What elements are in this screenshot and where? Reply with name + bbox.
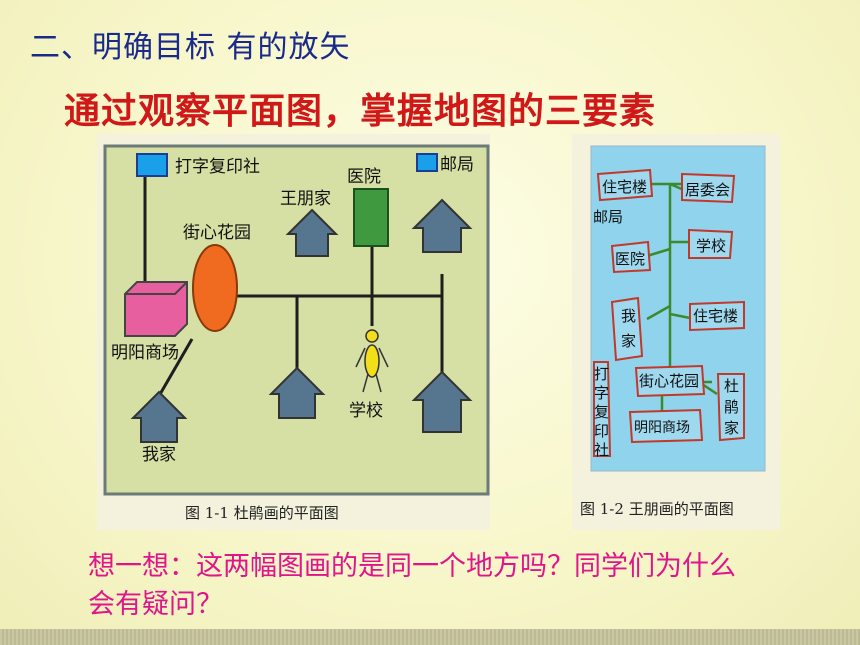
map1-caption: 图 1-1 杜鹃画的平面图 xyxy=(185,504,339,522)
map2-print-shop-char: 复 xyxy=(594,403,609,421)
school-box xyxy=(688,228,734,259)
map2-my-home-char: 我 xyxy=(621,307,636,325)
garden-symbol xyxy=(192,244,238,332)
house-icon xyxy=(268,366,326,419)
garden-box xyxy=(634,364,706,398)
map1-wang-home-label: 王朋家 xyxy=(280,189,331,209)
discussion-question: 想一想：这两幅图画的是同一个地方吗？同学们为什么会有疑问？ xyxy=(88,551,736,620)
section-heading: 二、明确目标 有的放矢 xyxy=(30,30,351,65)
school-person-icon xyxy=(355,329,389,393)
objective-title: 通过观察平面图，掌握地图的三要素 xyxy=(64,90,657,132)
map2-du-home-char: 家 xyxy=(724,419,739,437)
map1-mall-label: 明阳商场 xyxy=(111,343,179,363)
map2-mall-label: 明阳商场 xyxy=(634,420,690,436)
my-home-box xyxy=(610,296,644,362)
du-home-box xyxy=(716,373,745,442)
map2-my-home-char: 家 xyxy=(621,332,636,350)
map1-my-home-label: 我家 xyxy=(142,445,176,465)
map2-garden-label: 街心花园 xyxy=(639,372,699,390)
map1-post-office-label: 邮局 xyxy=(440,155,474,175)
map2-residence-2-label: 住宅楼 xyxy=(693,307,738,325)
hospital-box xyxy=(610,240,652,274)
post-office-symbol xyxy=(416,153,438,172)
map2-post-office-label: 邮局 xyxy=(593,208,623,226)
map2-my-home-label: 我 家 xyxy=(621,307,641,350)
map1-hospital-label: 医院 xyxy=(347,167,381,187)
map1-roads xyxy=(143,176,444,397)
residence-2-box xyxy=(689,300,745,332)
map2-print-shop-char: 印 xyxy=(594,422,609,440)
bottom-bar xyxy=(0,629,860,645)
print-shop-box xyxy=(593,361,612,457)
map2-print-shop-label: 打 字 复 印 社 xyxy=(594,365,614,459)
committee-box xyxy=(681,172,736,204)
house-icon xyxy=(411,198,473,253)
mall-symbol xyxy=(124,281,188,337)
map2-committee-label: 居委会 xyxy=(685,181,730,199)
map2-du-home-char: 杜 xyxy=(724,377,739,395)
map1-school-label: 学校 xyxy=(349,401,383,421)
map2-residence-1-label: 住宅楼 xyxy=(602,178,647,196)
map2-hospital-label: 医院 xyxy=(615,250,645,268)
residence-1-box xyxy=(596,168,654,202)
map2-diagram: 住宅楼 居委会 邮局 医院 学校 我 家 住宅楼 街心花园 打 字 复 印 社 … xyxy=(572,134,780,530)
map2-print-shop-char: 字 xyxy=(594,384,609,402)
house-icon xyxy=(411,370,473,433)
print-shop-symbol xyxy=(136,153,168,177)
map2-print-shop-char: 社 xyxy=(594,441,609,459)
map2-school-label: 学校 xyxy=(696,237,726,255)
map2-caption: 图 1-2 王朋画的平面图 xyxy=(580,500,734,518)
mall-box xyxy=(628,408,704,444)
map1-garden-label: 街心花园 xyxy=(183,223,251,243)
map1-print-shop-label: 打字复印社 xyxy=(175,157,260,177)
map2-du-home-char: 鹃 xyxy=(724,398,739,416)
my-home-house-icon xyxy=(130,390,188,443)
wang-home-house-icon xyxy=(285,208,339,257)
hospital-symbol xyxy=(353,188,389,247)
map1-diagram: 打字复印社 邮局 医院 王朋家 街心花园 明阳商场 学校 我家 图 1-1 杜鹃… xyxy=(97,134,490,530)
map2-du-home-label: 杜 鹃 家 xyxy=(724,377,744,437)
map2-print-shop-char: 打 xyxy=(594,365,609,383)
